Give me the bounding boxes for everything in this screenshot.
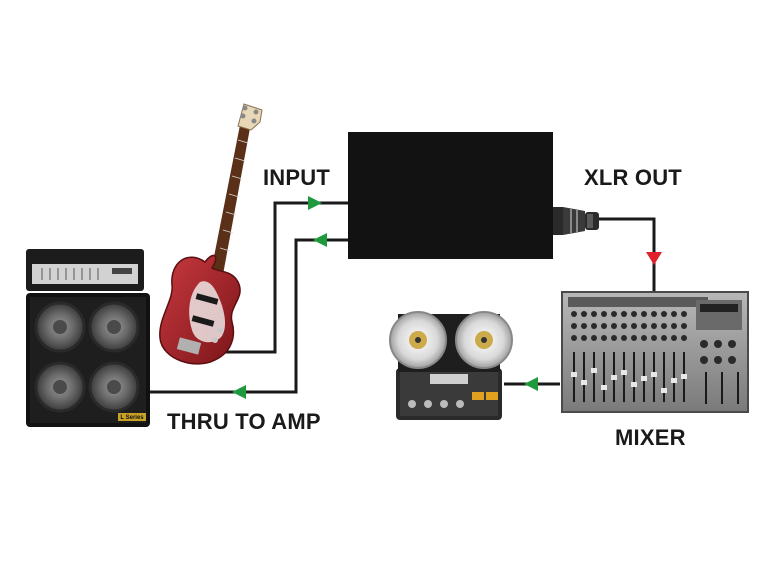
mixer-icon [561, 291, 749, 413]
label-xlr-out: XLR OUT [584, 165, 682, 190]
bass-guitar-icon [159, 103, 263, 365]
xlr-connector-icon [553, 207, 599, 235]
bass-amp-icon: L Series [26, 249, 150, 427]
cable-xlr-to-mixer [598, 217, 656, 292]
arrow-to-recorder-icon [524, 377, 538, 391]
amp-badge: L Series [120, 415, 144, 421]
arrow-into-input-icon [308, 196, 322, 210]
di-box [348, 132, 553, 259]
arrow-from-thru-icon [313, 233, 327, 247]
arrow-to-amp-icon [232, 385, 246, 399]
arrow-into-mixer-icon [646, 252, 662, 265]
arrows [232, 196, 662, 399]
cable-guitar-to-input [225, 201, 348, 354]
label-mixer: MIXER [615, 425, 686, 450]
reel-to-reel-recorder-icon [389, 311, 513, 420]
label-input: INPUT [263, 165, 330, 190]
label-thru-to-amp: THRU TO AMP [167, 409, 321, 434]
